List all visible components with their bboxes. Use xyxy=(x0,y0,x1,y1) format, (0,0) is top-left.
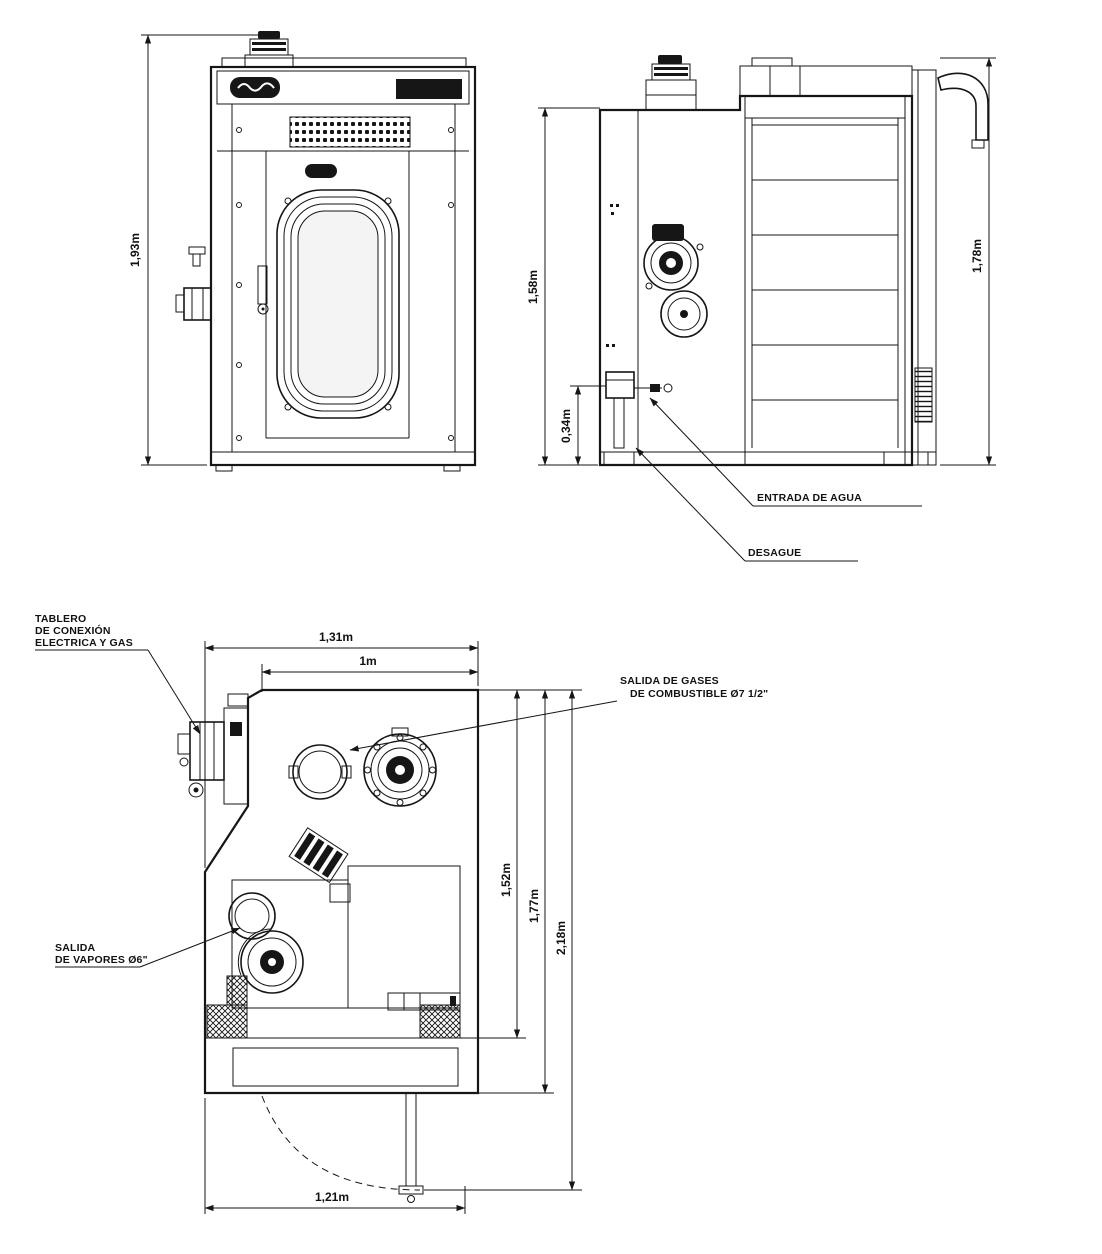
plan-bottom-width-dimension: 1,21m xyxy=(204,1098,466,1214)
right-rear-panel xyxy=(911,69,937,466)
front-foot-left xyxy=(215,464,233,472)
door-swing xyxy=(261,1093,424,1203)
plan-inner-width-dim-text: 1m xyxy=(359,654,376,668)
side-detail-marks xyxy=(606,204,619,347)
water-inlet-callout: ENTRADA DE AGUA xyxy=(649,397,922,507)
drain-height-dimension: 0,34m xyxy=(559,385,606,466)
gas-outlet-callout: SALIDA DE GASES DE COMBUSTIBLE Ø7 1/2" xyxy=(349,675,768,752)
panel-label-line2: DE CONEXIÓN xyxy=(35,624,111,637)
door-handle xyxy=(257,265,269,315)
door-window-outer xyxy=(276,189,400,419)
side-foot-left xyxy=(603,451,635,466)
connection-panel xyxy=(177,693,249,805)
burner-assembly xyxy=(643,224,708,338)
panel-label-line1: TABLERO xyxy=(35,613,86,625)
side-foot-right xyxy=(883,451,929,466)
drain-callout: DESAGUE xyxy=(635,447,858,562)
front-header-panel xyxy=(216,70,470,105)
front-top-motor xyxy=(244,31,294,68)
plan-depth-total-dim-text: 2,18m xyxy=(554,921,568,955)
ventilation-grille xyxy=(289,116,411,148)
side-height-dim-text: 1,58m xyxy=(526,270,540,304)
plan-depth-inner-dim-text: 1,52m xyxy=(499,863,513,897)
blower-assembly xyxy=(228,892,304,994)
gas-outlet-label-line2: DE COMBUSTIBLE Ø7 1/2" xyxy=(630,688,768,700)
side-view: 1,58m 0,34m 1,78m xyxy=(526,55,996,562)
rack-shelves xyxy=(745,117,905,448)
side-connection-box xyxy=(175,246,212,321)
side-top-motor xyxy=(645,55,697,111)
front-foot-right xyxy=(443,464,461,472)
connection-panel-callout: TABLERO DE CONEXIÓN ELECTRICA Y GAS xyxy=(35,613,201,735)
plan-width-dimension: 1,31m xyxy=(204,630,479,868)
gas-outlet-port xyxy=(288,744,352,800)
flanged-port xyxy=(363,727,437,807)
door-logo xyxy=(305,164,337,178)
gas-outlet-label-line1: SALIDA DE GASES xyxy=(620,675,719,687)
plan-view: 1,31m 1m xyxy=(35,613,768,1214)
plan-depth-dimension-total: 2,18m xyxy=(424,689,582,1191)
drain-label: DESAGUE xyxy=(748,547,801,559)
vapor-outlet-label-line2: DE VAPORES Ø6" xyxy=(55,954,148,966)
rear-handle xyxy=(937,72,989,149)
side-overall-height-dim-text: 1,78m xyxy=(970,239,984,273)
door-glass xyxy=(297,210,379,398)
duct-junction xyxy=(329,883,351,903)
drain-height-dim-text: 0,34m xyxy=(559,409,573,443)
control-panel-display xyxy=(396,79,462,99)
panel-label-line3: ELECTRICA Y GAS xyxy=(35,637,133,649)
fan-housing xyxy=(288,827,349,884)
front-top-plate xyxy=(221,57,467,68)
plan-depth-dimension-body: 1,77m xyxy=(478,689,554,1094)
plan-inner-width-dimension: 1m xyxy=(261,654,479,692)
plan-width-dim-text: 1,31m xyxy=(319,630,353,644)
rear-vent-grille xyxy=(914,367,933,423)
oven-door xyxy=(265,151,410,439)
front-body-outline xyxy=(209,65,477,467)
vapor-outlet-port xyxy=(228,892,276,940)
water-drain-assembly xyxy=(605,371,673,449)
oven-chamber-plan xyxy=(347,865,461,1009)
door-swing-arc xyxy=(261,1095,421,1191)
front-height-dimension: 1,93m xyxy=(128,34,262,466)
vapor-outlet-label-line1: SALIDA xyxy=(55,942,95,954)
front-view: 1,93m xyxy=(128,31,477,472)
side-height-dimension: 1,58m xyxy=(526,107,600,466)
water-inlet-label: ENTRADA DE AGUA xyxy=(757,492,862,504)
brand-logo xyxy=(230,77,280,98)
exhaust-duct xyxy=(739,57,913,97)
plan-door-closed xyxy=(232,1047,459,1087)
hatch-block-left xyxy=(206,1004,248,1039)
plan-bottom-width-dim-text: 1,21m xyxy=(315,1190,349,1204)
front-height-dim-text: 1,93m xyxy=(128,233,142,267)
side-body-outline xyxy=(598,94,914,467)
hatch-strip xyxy=(226,975,248,1006)
plan-depth-body-dim-text: 1,77m xyxy=(527,889,541,923)
plan-depth-dimension-inner: 1,52m xyxy=(462,689,526,1039)
vapor-outlet-callout: SALIDA DE VAPORES Ø6" xyxy=(55,927,241,968)
side-overall-height-dimension: 1,78m xyxy=(940,57,996,466)
front-screws xyxy=(236,127,454,441)
